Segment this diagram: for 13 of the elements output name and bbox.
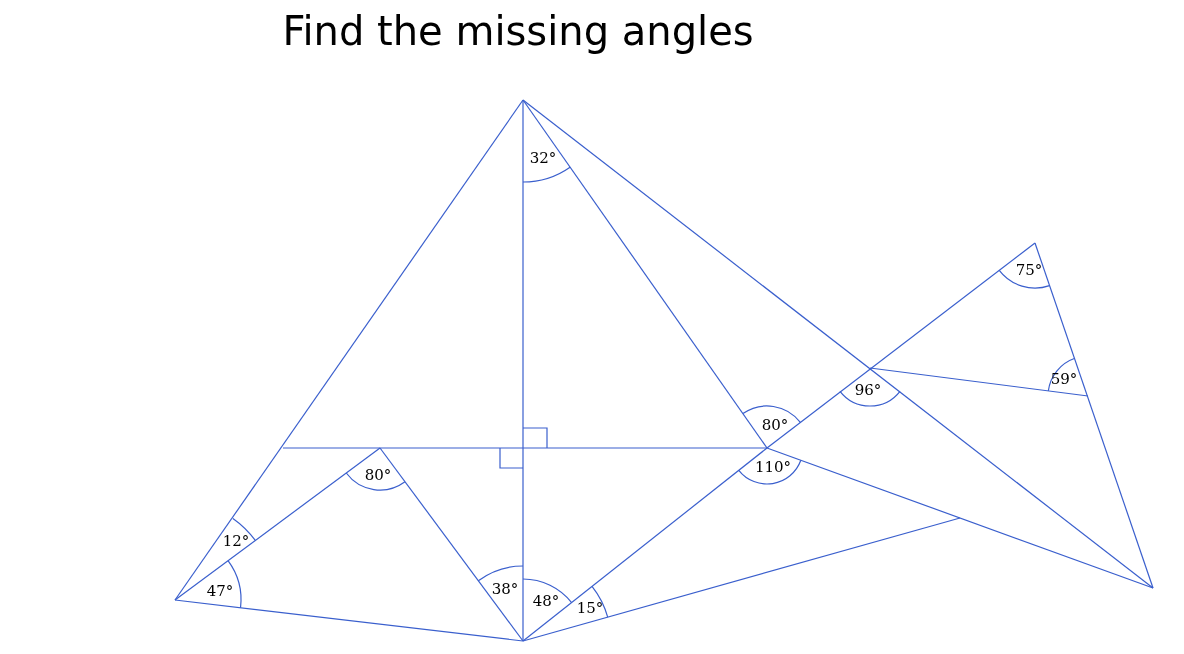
title: Find the missing angles	[281, 8, 755, 54]
angle-label: 32°	[529, 149, 557, 167]
angle-label: 47°	[206, 582, 234, 600]
angle-label: 96°	[854, 381, 882, 399]
angle-label: 75°	[1015, 261, 1043, 279]
angle-label: 38°	[491, 580, 519, 598]
angle-label: 48°	[532, 592, 560, 610]
angle-label: 15°	[576, 599, 604, 617]
angle-label: 110°	[754, 458, 792, 476]
angle-label: 80°	[761, 416, 789, 434]
angle-label: 80°	[364, 466, 392, 484]
angle-label: 59°	[1050, 370, 1078, 388]
angle-label: 12°	[222, 532, 250, 550]
